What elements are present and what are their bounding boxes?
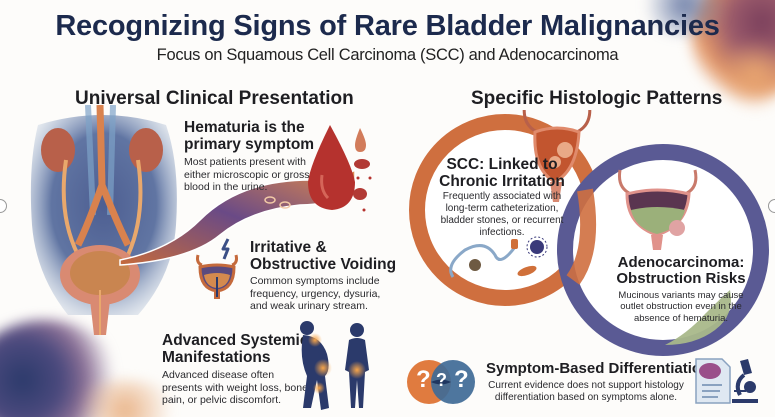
question-mark-2: ? — [436, 370, 447, 390]
systemic-heading: Advanced Systemic Manifestations — [162, 332, 309, 366]
adeno-heading: Adenocarcinoma: Obstruction Risks — [616, 254, 746, 288]
mucus-drip — [665, 290, 731, 345]
voiding-heading: Irritative & Obstructive Voiding — [250, 239, 397, 273]
right-section-title: Specific Histologic Patterns — [471, 88, 723, 109]
hematuria-description: Most patients present with either micros… — [184, 156, 310, 194]
bladder-lightning-icon — [196, 238, 238, 299]
scc-heading: SCC: Linked to Chronic Irritation — [439, 156, 565, 190]
differentiation-description: Current evidence does not support histol… — [488, 380, 684, 403]
microscope-report-icon — [695, 358, 758, 404]
page-title: Recognizing Signs of Rare Bladder Malign… — [55, 10, 720, 42]
adeno-description: Mucinous variants may cause outlet obstr… — [618, 290, 744, 324]
adeno-ring — [557, 144, 769, 356]
systemic-description: Advanced disease often presents with wei… — [162, 369, 308, 407]
scc-description: Frequently associated with long-term cat… — [440, 191, 564, 238]
question-mark-1: ? — [416, 366, 431, 393]
question-mark-3: ? — [454, 366, 469, 393]
edge-handle-left — [0, 199, 7, 213]
flow-ribbon — [119, 168, 356, 266]
watercolor-right-orange — [720, 40, 775, 110]
blood-drop-icon — [308, 125, 372, 212]
page-subtitle: Focus on Squamous Cell Carcinoma (SCC) a… — [156, 46, 619, 64]
human-figures-pain-icon — [300, 321, 369, 410]
edge-handle-right — [768, 199, 775, 213]
urinary-tract-illustration — [30, 105, 177, 335]
question-marks-icon — [407, 360, 475, 404]
catheter-stone-bacteria-icon — [449, 236, 548, 278]
differentiation-heading: Symptom-Based Differentiation — [486, 360, 711, 377]
voiding-description: Common symptoms include frequency, urgen… — [250, 275, 381, 313]
hematuria-heading: Hematuria is the primary symptom — [184, 119, 315, 153]
left-section-title: Universal Clinical Presentation — [75, 88, 354, 109]
